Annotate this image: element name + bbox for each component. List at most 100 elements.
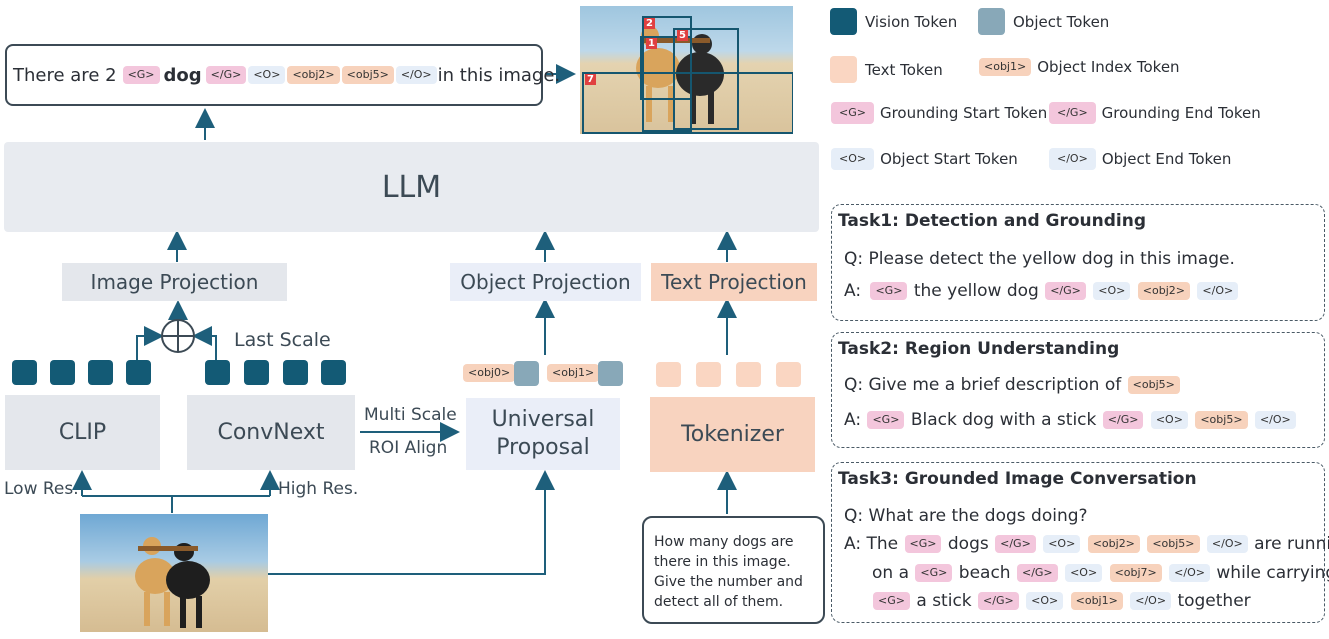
object-start-token: <O> [1150,411,1188,429]
text-token [696,362,721,387]
box-label: 2 [644,18,655,29]
object-index-token: <obj2> [287,66,340,84]
legend-label: Object End Token [1101,150,1232,168]
output-text-box: There are 2 <G> dog </G> <O> <obj2> <obj… [5,44,560,106]
text-token [776,362,801,387]
grounding-start-token: <G> [831,102,874,124]
answer-prefix: A: [844,281,862,301]
legend-grounding-end: </G> Grounding End Token [1048,102,1261,124]
task3-title: Task3: Grounded Image Conversation [838,469,1197,489]
text-token [736,362,761,387]
object-start-token: <O> [831,148,875,170]
grounding-end-token: </G> [1102,411,1144,429]
object-end-token: </O> [395,66,437,84]
legend-grounding-start: <G> Grounding Start Token [830,102,1047,124]
text-projection: Text Projection [651,263,817,301]
vision-token [88,360,113,385]
answer-text: on a [872,563,909,583]
task3-panel: Task3: Grounded Image Conversation Q: Wh… [831,462,1329,623]
detection-image: 2 1 5 7 [580,6,793,134]
vision-token [12,360,37,385]
llm-block: LLM [4,142,819,232]
tokenizer: Tokenizer [650,397,815,472]
answer-text: a stick [916,591,972,611]
legend-label: Text Token [865,60,943,79]
input-image [80,514,268,632]
object-projection: Object Projection [450,263,641,301]
grounding-start-token: <G> [915,564,953,582]
grounding-end-token: </G> [1045,282,1086,300]
vision-token [283,360,308,385]
grounding-start-token: <G> [873,592,910,610]
object-token-swatch [978,8,1005,35]
low-res-label: Low Res. [4,479,79,499]
task2-question: Q: Give me a brief description of <obj5> [844,375,1181,395]
output-word: dog [163,64,202,86]
grounding-start-token: <G> [870,282,908,300]
object-index-token: <obj1> [547,364,600,382]
box-label: 5 [677,30,688,41]
task1-question: Q: Please detect the yellow dog in this … [844,249,1235,269]
grounding-end-token: </G> [1016,564,1058,582]
box-label: 1 [646,38,657,49]
question-line: Give the number and [654,574,803,590]
object-token [514,361,539,386]
answer-prefix: A: [844,410,862,430]
task3-answer-line1: A: The <G> dogs </G> <O> <obj2> <obj5> <… [844,534,1329,554]
task2-title: Task2: Region Understanding [838,339,1120,359]
grounding-start-token: <G> [867,411,905,429]
grounding-end-token: </G> [205,66,247,84]
image-projection-label: Image Projection [90,270,259,294]
task3-answer-line2: on a <G> beach </G> <O> <obj7> </O> whil… [872,563,1329,583]
object-index-token: <obj5> [341,66,394,84]
roi-align-label: ROI Align [369,438,448,458]
answer-text: beach [958,563,1011,583]
convnext-encoder: ConvNext [187,395,355,470]
object-start-token: <O> [1093,282,1131,300]
vision-token [244,360,269,385]
universal-proposal-label: Universal [491,407,595,432]
object-index-token: <obj5> [1147,535,1200,553]
question-text: Q: Give me a brief description of [844,375,1122,395]
tokenizer-label: Tokenizer [681,422,784,447]
vision-token [205,360,230,385]
grounding-end-token: </G> [995,535,1036,553]
output-suffix: in this image. [437,64,561,86]
dogs-illustration [636,26,724,124]
grounding-start-token: <G> [122,66,160,84]
answer-text: Black dog with a stick [910,410,1097,430]
object-end-token: </O> [1197,282,1239,300]
object-start-token: <O> [1026,592,1064,610]
object-end-token: </O> [1169,564,1210,582]
task2-panel: Task2: Region Understanding Q: Give me a… [831,332,1325,448]
multi-scale-label: Multi Scale [364,405,457,425]
universal-proposal: Universal Proposal [466,398,620,470]
legend-object-end: </O> Object End Token [1048,148,1231,170]
dogs-illustration [135,537,210,628]
legend-label: Grounding Start Token [879,104,1048,122]
object-start-token: <O> [1043,535,1081,553]
answer-text: the yellow dog [913,281,1039,301]
high-res-label: High Res. [278,479,359,499]
task3-answer-line3: <G> a stick </G> <O> <obj1> </O> togethe… [872,591,1251,611]
vision-token [321,360,346,385]
output-prefix: There are 2 [13,64,117,86]
llm-label: LLM [381,169,442,205]
object-end-token: </O> [1254,411,1296,429]
text-token-swatch [830,56,857,83]
object-index-token: <obj2> [1087,535,1140,553]
task1-answer: A: <G> the yellow dog </G> <O> <obj2> </… [844,281,1239,301]
detection-box [582,72,793,134]
task2-answer: A: <G> Black dog with a stick </G> <O> <… [844,410,1297,430]
image-projection: Image Projection [62,263,287,301]
object-token [598,361,623,386]
task1-title: Task1: Detection and Grounding [838,211,1147,231]
legend-label: Object Start Token [880,150,1018,168]
object-index-token: <obj0> [463,364,516,382]
legend-vision-token: Vision Token [830,8,957,35]
object-start-token: <O> [248,66,286,84]
question-line: there in this image. [654,554,791,570]
task3-question: Q: What are the dogs doing? [844,506,1088,526]
legend-label: Vision Token [865,12,958,31]
